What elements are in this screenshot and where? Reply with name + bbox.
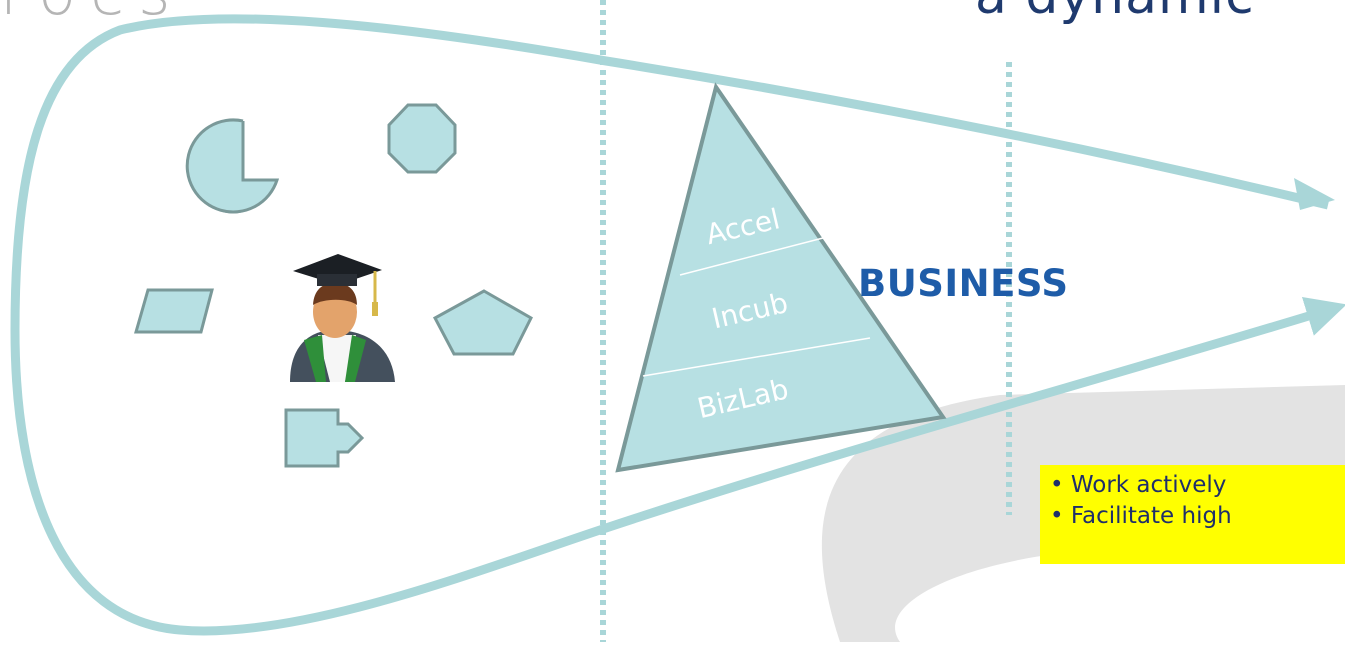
- pyramid-divider-upper: [679, 237, 824, 276]
- bullet-item: • Work actively: [1050, 472, 1227, 498]
- slide-title-fragment: a dynamic: [975, 0, 1255, 26]
- pyramid-shape: [615, 82, 947, 473]
- pentagon-icon: [432, 289, 533, 356]
- bullet-item: • Facilitate high: [1050, 503, 1232, 530]
- pyramid-divider-lower: [642, 337, 871, 377]
- logo-fragment: rocs: [0, 0, 184, 29]
- funnel-loop-upper-arrow: [10, 14, 1345, 636]
- parallelogram-icon: [134, 288, 214, 334]
- graduate-icon: [290, 254, 395, 382]
- funnel-loop-top-arrowhead: [1294, 178, 1335, 210]
- business-label: BUSINESS: [858, 262, 1069, 305]
- highlighted-bullet-box: • Work actively • Facilitate high: [1040, 465, 1345, 564]
- arrow-box-icon: [284, 408, 365, 468]
- pie-shape-outline-icon: [185, 118, 280, 214]
- octagon-icon: [387, 103, 457, 174]
- pyramid-diagram: Accel Incub BizLab: [615, 82, 947, 473]
